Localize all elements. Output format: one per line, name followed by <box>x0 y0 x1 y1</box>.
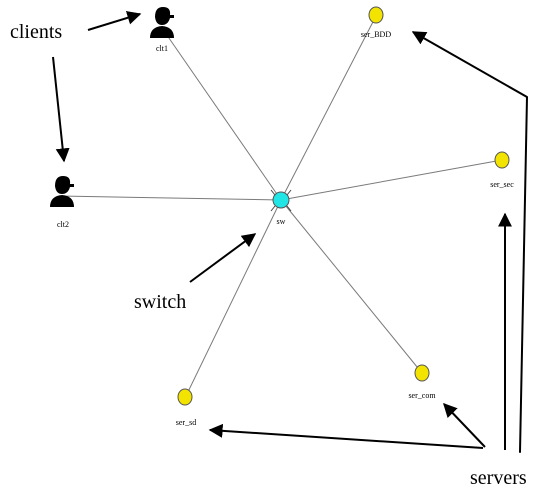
arrow-servers-to-ser_sd <box>208 423 484 449</box>
link-sw-ser_com <box>280 199 423 374</box>
switch-icon <box>270 189 292 212</box>
node-sw[interactable]: sw <box>270 189 292 226</box>
node-label-ser_com: ser_com <box>408 391 436 400</box>
server-icon <box>494 151 510 169</box>
annotation-servers: servers <box>470 467 527 489</box>
annotation-clients: clients <box>10 21 62 43</box>
node-clt1[interactable]: clt1 <box>150 7 174 53</box>
link-sw-clt1 <box>161 27 282 201</box>
link-sw-clt2 <box>59 195 282 201</box>
client-icon <box>150 7 174 38</box>
node-ser_sd[interactable]: ser_sd <box>176 388 196 427</box>
arrow-servers-to-ser_BDD-head <box>411 31 528 98</box>
node-label-ser_sd: ser_sd <box>176 418 196 427</box>
arrow-switch-to-sw <box>189 233 257 283</box>
node-ser_com[interactable]: ser_com <box>408 364 436 400</box>
arrow-clients-to-clt1 <box>87 11 142 31</box>
node-label-clt1: clt1 <box>156 44 168 53</box>
link-sw-ser_sd <box>184 199 282 399</box>
node-ser_BDD[interactable]: ser_BDD <box>361 6 391 39</box>
arrow-servers-to-ser_com <box>443 402 486 448</box>
annotation-switch: switch <box>134 291 186 313</box>
node-label-ser_BDD: ser_BDD <box>361 30 391 39</box>
link-sw-ser_BDD <box>280 15 377 201</box>
server-icon <box>368 6 384 24</box>
link-sw-ser_sec <box>280 159 503 201</box>
node-label-ser_sec: ser_sec <box>490 180 514 189</box>
server-icon <box>177 388 193 406</box>
node-label-clt2: clt2 <box>57 220 69 229</box>
arrow-clients-to-clt2 <box>52 56 70 163</box>
client-icon <box>50 176 74 207</box>
annotation-arrows <box>52 11 528 453</box>
node-ser_sec[interactable]: ser_sec <box>490 151 514 189</box>
server-icon <box>414 364 430 382</box>
links <box>59 15 503 399</box>
node-label-sw: sw <box>277 217 286 226</box>
node-clt2[interactable]: clt2 <box>50 176 74 229</box>
arrow-servers-to-ser_BDD <box>519 96 528 453</box>
